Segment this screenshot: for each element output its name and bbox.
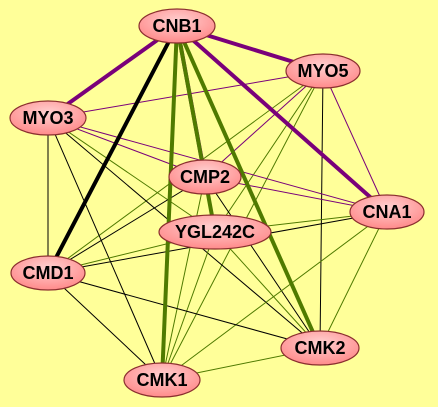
edge-cmp2-cmd1	[47, 176, 206, 274]
edge-cmp2-cmk1	[161, 176, 206, 381]
node-ellipse	[123, 362, 201, 398]
edge-myo3-ygl242c	[47, 117, 216, 233]
edge-cna1-cmk1	[161, 211, 388, 381]
edge-cnb1-cmk2	[175, 24, 322, 350]
node-ellipse	[9, 100, 87, 136]
edge-cnb1-myo3	[46, 24, 179, 120]
node-ellipse	[158, 214, 272, 250]
node-cmd1[interactable]: CMD1	[10, 255, 86, 291]
node-label: MYO5	[297, 61, 348, 81]
node-label: MYO3	[22, 108, 73, 128]
edge-myo5-cna1	[322, 70, 388, 213]
edge-myo5-myo3	[47, 70, 324, 119]
node-label: CMK2	[294, 338, 345, 358]
edge-cnb1-cmd1	[46, 24, 179, 275]
edge-ygl242c-cmk2	[214, 231, 321, 349]
edge-myo5-cmk2	[319, 70, 324, 349]
edge-cnb1-ygl242c	[175, 24, 217, 234]
edge-cmp2-cmk2	[204, 176, 321, 349]
edges-layer	[46, 24, 389, 382]
node-myo5[interactable]: MYO5	[285, 53, 361, 89]
node-ygl242c[interactable]: YGL242C	[158, 214, 272, 250]
edge-myo3-cmk1	[47, 117, 163, 381]
node-label: CMK1	[136, 370, 187, 390]
node-cmk2[interactable]: CMK2	[280, 330, 360, 366]
edge-myo5-cmp2	[204, 70, 324, 178]
node-ellipse	[10, 255, 86, 291]
node-ellipse	[168, 159, 242, 195]
node-label: CMP2	[180, 167, 230, 187]
node-label: YGL242C	[175, 222, 255, 242]
edge-ygl242c-cmk1	[161, 231, 216, 381]
node-label: CMD1	[22, 263, 73, 283]
node-myo3[interactable]: MYO3	[9, 100, 87, 136]
node-label: CNA1	[362, 202, 411, 222]
edge-cna1-cmk2	[319, 211, 388, 349]
node-ellipse	[138, 8, 216, 44]
node-ellipse	[280, 330, 360, 366]
edge-cmd1-cmk1	[47, 272, 163, 381]
node-cmk1[interactable]: CMK1	[123, 362, 201, 398]
node-ellipse	[285, 53, 361, 89]
node-ellipse	[349, 194, 425, 230]
edge-cnb1-cmk1	[160, 24, 179, 382]
node-cna1[interactable]: CNA1	[349, 194, 425, 230]
edge-myo5-ygl242c	[214, 70, 324, 233]
node-cnb1[interactable]: CNB1	[138, 8, 216, 44]
node-cmp2[interactable]: CMP2	[168, 159, 242, 195]
edge-cmd1-cmk2	[47, 272, 321, 349]
edge-cnb1-cna1	[175, 24, 389, 214]
node-label: CNB1	[152, 16, 201, 36]
